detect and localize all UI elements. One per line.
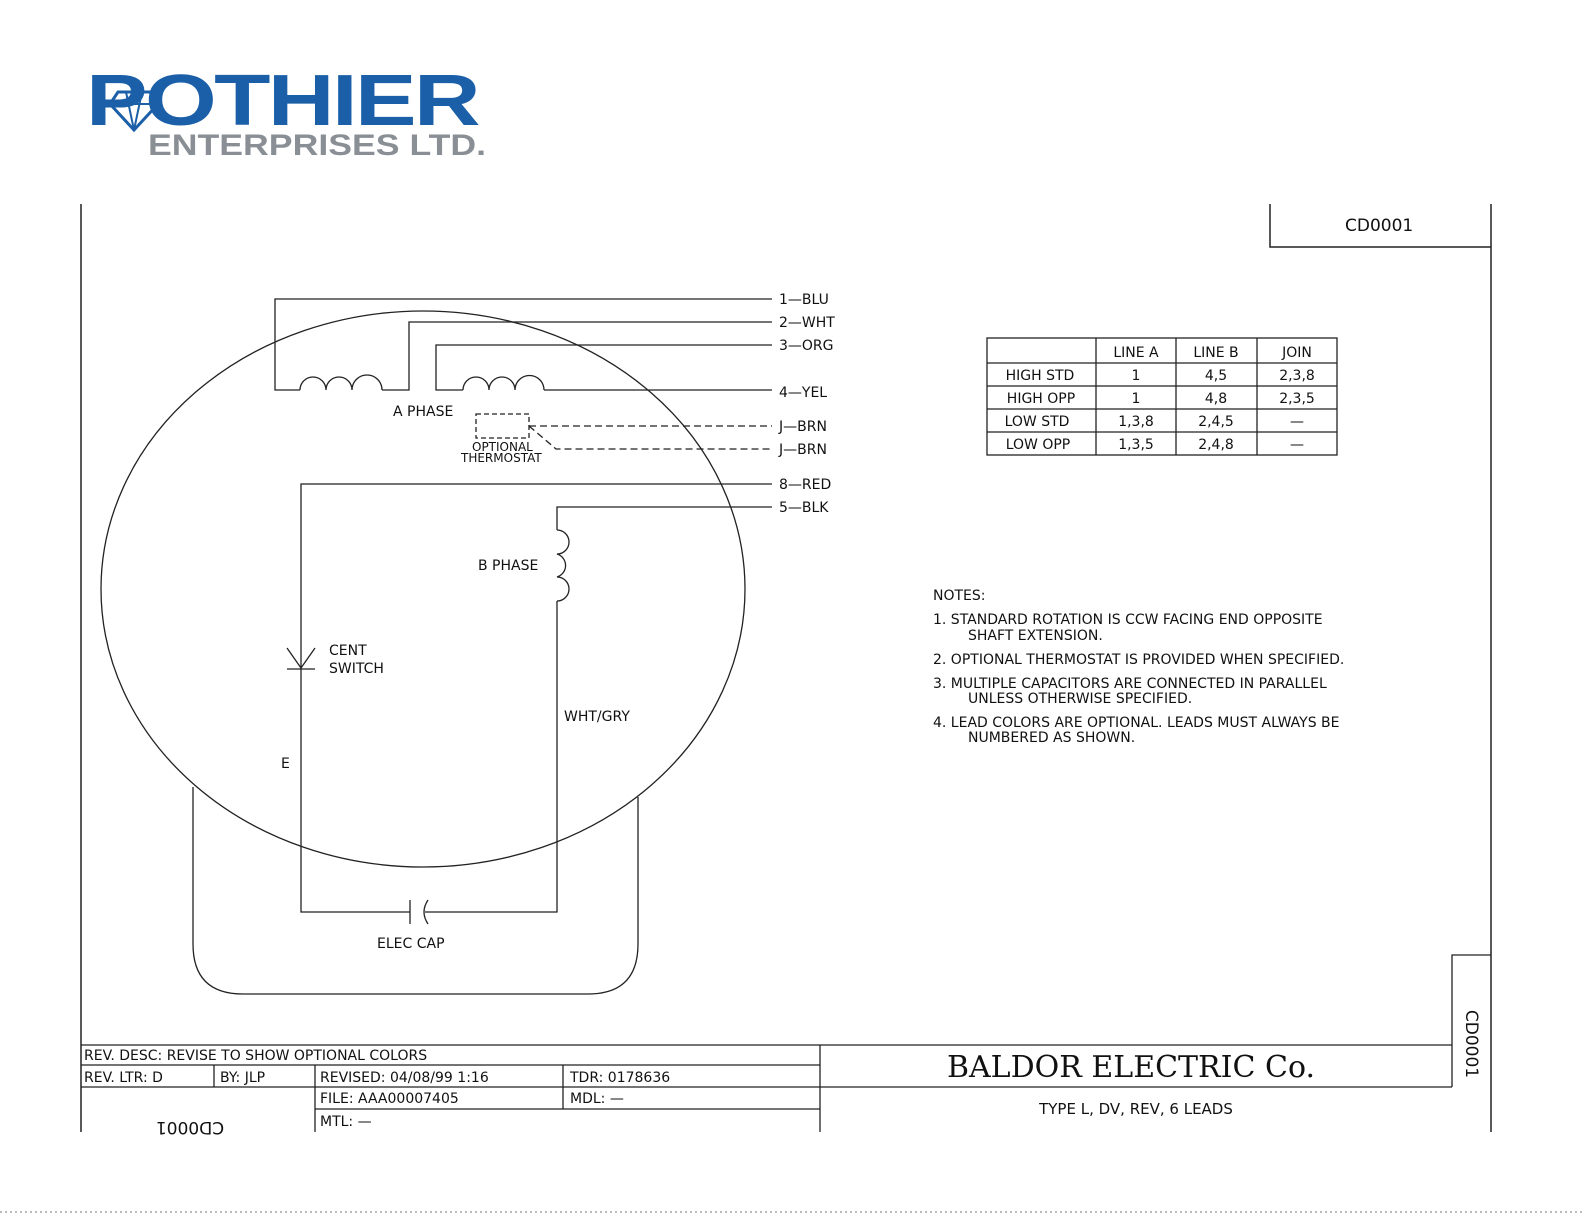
table-cell: 2,4,5 (1198, 414, 1234, 430)
revised-date: REVISED: 04/08/99 1:16 (320, 1070, 489, 1086)
diamond-icon (108, 90, 160, 133)
table-cell: 1 (1132, 368, 1141, 384)
company-name: BALDOR ELECTRIC Co. (947, 1050, 1315, 1085)
note-3-line-2: UNLESS OTHERWISE SPECIFIED. (968, 691, 1192, 707)
lead-label-1: 1—BLU (779, 292, 829, 308)
note-3-line-1: 3. MULTIPLE CAPACITORS ARE CONNECTED IN … (933, 676, 1327, 692)
table-cell: 1,3,8 (1118, 414, 1154, 430)
e-label: E (281, 756, 290, 772)
table-row-label: HIGH STD (1006, 368, 1075, 384)
notes-title: NOTES: (933, 588, 986, 604)
cent-label: CENT (329, 643, 367, 659)
table-cell: 1,3,5 (1118, 437, 1154, 453)
lead-label-2: 2—WHT (779, 315, 835, 331)
mdl-value: MDL: — (570, 1091, 624, 1107)
centrifugal-switch-icon (286, 647, 316, 670)
drawing-number-mirrored: CD0001 (156, 1117, 224, 1137)
description: TYPE L, DV, REV, 6 LEADS (1038, 1100, 1233, 1118)
file-number: FILE: AAA00007405 (320, 1091, 459, 1107)
lead-label-5: 5—BLK (779, 500, 829, 516)
table-cell: 4,8 (1205, 391, 1227, 407)
a-phase-label: A PHASE (393, 404, 453, 420)
wire-lead-8 (300, 483, 772, 913)
elec-cap-label: ELEC CAP (377, 936, 445, 952)
rev-ltr: REV. LTR: D (84, 1070, 163, 1086)
table-cell: — (1290, 414, 1304, 430)
table-row-label: HIGH OPP (1007, 391, 1075, 407)
note-2: 2. OPTIONAL THERMOSTAT IS PROVIDED WHEN … (933, 652, 1344, 668)
thermostat-box (475, 413, 530, 439)
lead-label-3: 3—ORG (779, 338, 834, 354)
wht-gry-label: WHT/GRY (564, 709, 630, 725)
rev-desc: REV. DESC: REVISE TO SHOW OPTIONAL COLOR… (84, 1048, 427, 1064)
sheet-border (80, 204, 1492, 1132)
mtl-value: MTL: — (320, 1114, 372, 1130)
table-cell: 4,5 (1205, 368, 1227, 384)
drawing-number-top: CD0001 (1345, 216, 1413, 236)
drawing-number-box-top: CD0001 (1269, 204, 1491, 248)
b-phase-label: B PHASE (478, 558, 538, 574)
lead-label-8: 8—RED (779, 477, 831, 493)
thermostat-label: THERMOSTAT (460, 451, 542, 465)
wire-lead-1 (274, 298, 772, 391)
title-block: REV. DESC: REVISE TO SHOW OPTIONAL COLOR… (81, 954, 1491, 1137)
a-phase-coil-1 (299, 374, 383, 391)
lead-label-j2: J—BRN (778, 442, 827, 458)
table-row-label: LOW STD (1005, 414, 1070, 430)
b-phase-coil (556, 529, 570, 602)
connection-table: LINE A LINE B JOIN HIGH STD 1 4,5 2,3,8 … (986, 337, 1338, 456)
tdr-number: TDR: 0178636 (569, 1070, 670, 1086)
table-cell: 2,4,8 (1198, 437, 1234, 453)
table-header-line-b: LINE B (1193, 345, 1238, 361)
table-cell: 2,3,8 (1279, 368, 1315, 384)
lead-label-4: 4—YEL (779, 385, 827, 401)
note-4-line-1: 4. LEAD COLORS ARE OPTIONAL. LEADS MUST … (933, 715, 1340, 731)
table-header-join: JOIN (1281, 345, 1312, 361)
drawn-by: BY: JLP (220, 1070, 265, 1086)
company-logo: POTHIER ENTERPRISES LTD. (86, 61, 486, 162)
lead-label-j1: J—BRN (778, 419, 827, 435)
notes: NOTES: 1. STANDARD ROTATION IS CCW FACIN… (933, 588, 1344, 746)
note-1-line-2: SHAFT EXTENSION. (968, 628, 1103, 644)
lead-labels: 1—BLU 2—WHT 3—ORG 4—YEL J—BRN J—BRN 8—RE… (778, 292, 835, 516)
thermostat-lead-2 (528, 425, 772, 450)
table-header-line-a: LINE A (1113, 345, 1159, 361)
wire-lead-5 (556, 506, 772, 530)
external-loop (192, 787, 639, 995)
table-row-label: LOW OPP (1006, 437, 1071, 453)
logo-subtitle: ENTERPRISES LTD. (148, 129, 486, 162)
switch-label: SWITCH (329, 661, 384, 677)
optional-label: OPTIONAL (472, 440, 533, 454)
table-cell: 1 (1132, 391, 1141, 407)
wire-lead-3 (435, 344, 772, 391)
a-phase-coil-2 (462, 374, 545, 391)
note-4-line-2: NUMBERED AS SHOWN. (968, 730, 1135, 746)
motor-outline (100, 310, 746, 868)
logo-name: POTHIER (86, 61, 479, 141)
capacitor-plate-curved (423, 899, 429, 925)
drawing-number-rotated: CD0001 (1461, 1010, 1481, 1078)
table-cell: — (1290, 437, 1304, 453)
table-cell: 2,3,5 (1279, 391, 1315, 407)
motor-schematic (100, 298, 772, 995)
note-1-line-1: 1. STANDARD ROTATION IS CCW FACING END O… (933, 612, 1323, 628)
component-labels: A PHASE OPTIONAL THERMOSTAT B PHASE CENT… (281, 404, 630, 952)
